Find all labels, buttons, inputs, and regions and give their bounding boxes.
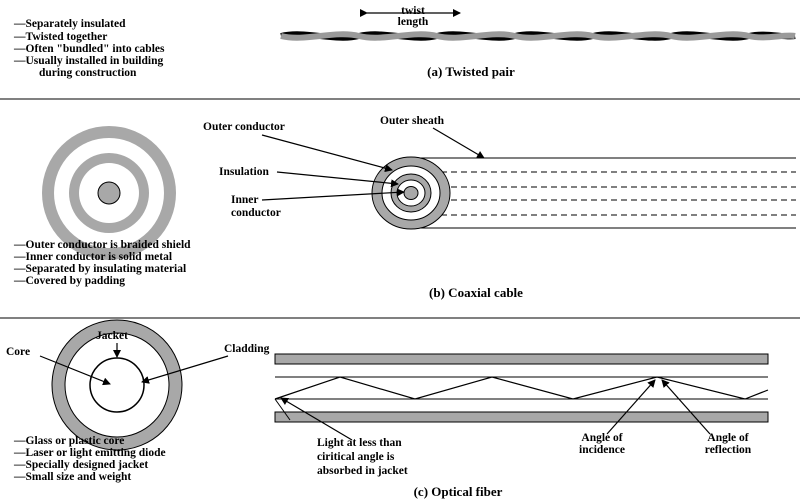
twisted-pair-caption: (a) Twisted pair xyxy=(427,64,515,79)
fiber-cross-section xyxy=(51,319,183,451)
fiber-side-view xyxy=(274,353,769,423)
jacket-label: Jacket xyxy=(96,330,128,342)
insulation-label: Insulation xyxy=(219,166,269,178)
angle-reflection-arrow xyxy=(661,379,711,435)
inner-conductor-label-1: Inner xyxy=(231,194,258,206)
angle-incidence-arrow xyxy=(606,379,656,435)
angle-incidence-line-1: Angle of xyxy=(581,432,622,444)
outer-conductor-label: Outer conductor xyxy=(203,121,285,133)
coax-bullet-4: —Covered by padding xyxy=(13,275,125,287)
twisted-pair-bullet-1: —Separately insulated xyxy=(13,18,126,30)
inner-conductor-label-2: conductor xyxy=(231,207,281,219)
angle-incidence-line-2: incidence xyxy=(579,444,625,456)
fiber-bullet-2: —Laser or light emitting diode xyxy=(13,447,166,459)
cladding-label: Cladding xyxy=(224,343,270,355)
insulation-arrow xyxy=(276,171,399,188)
optical-caption: (c) Optical fiber xyxy=(414,484,503,499)
light-note-line-1: Light at less than xyxy=(317,437,402,449)
twisted-pair-section: —Separately insulated —Twisted together … xyxy=(13,5,796,79)
cladding-arrow xyxy=(141,355,229,384)
coax-side-view xyxy=(371,156,796,230)
twisted-pair-bullet-5: during construction xyxy=(39,67,137,79)
coax-bullet-1: —Outer conductor is braided shield xyxy=(13,239,191,251)
coaxial-section: Outer conductor Outer sheath Insulation … xyxy=(13,115,796,300)
absorbed-ray xyxy=(274,398,291,421)
core-label: Core xyxy=(6,346,30,358)
light-note-line-3: absorbed in jacket xyxy=(317,465,408,477)
core-arrow xyxy=(39,355,111,386)
twisted-pair-bullet-3: —Often "bundled" into cables xyxy=(13,43,165,55)
coaxial-caption: (b) Coaxial cable xyxy=(429,285,523,300)
twisted-pair-cable xyxy=(280,31,796,41)
outer-conductor-arrow xyxy=(261,134,393,173)
angle-reflection-line-1: Angle of xyxy=(707,432,748,444)
coax-bullet-3: —Separated by insulating material xyxy=(13,263,186,275)
light-note-line-2: ciritical angle is xyxy=(317,451,395,463)
light-note-arrow xyxy=(280,397,353,441)
fiber-bullet-1: —Glass or plastic core xyxy=(13,435,124,447)
coax-cross-section xyxy=(42,126,176,260)
angle-reflection-line-2: reflection xyxy=(705,444,752,456)
coax-bullet-2: —Inner conductor is solid metal xyxy=(13,251,172,263)
fiber-bullet-3: —Specially designed jacket xyxy=(13,459,148,471)
twist-label-line-2: length xyxy=(398,16,429,28)
twisted-pair-bullet-2: —Twisted together xyxy=(13,31,107,43)
twisted-pair-bullet-4: —Usually installed in building xyxy=(13,55,163,67)
outer-sheath-label: Outer sheath xyxy=(380,115,445,127)
inner-conductor-arrow xyxy=(261,188,405,201)
optical-section: Jacket Core Cladding Light at less than … xyxy=(6,319,769,499)
fiber-bullet-4: —Small size and weight xyxy=(13,471,131,483)
outer-sheath-arrow xyxy=(432,127,485,159)
light-ray-path xyxy=(274,376,769,400)
